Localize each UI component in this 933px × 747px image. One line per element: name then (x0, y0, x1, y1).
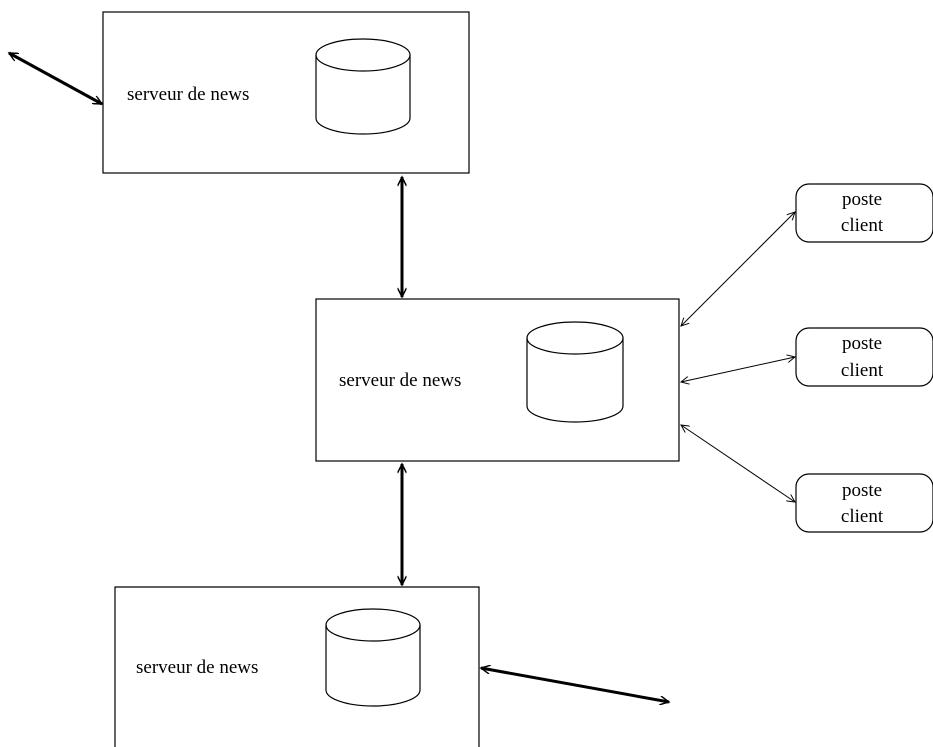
database-cylinder-icon (325, 608, 421, 707)
database-cylinder-icon (526, 321, 624, 423)
client-label-line2: client (841, 215, 884, 236)
client-box-2: poste client (795, 327, 933, 387)
server-box-bottom: serveur de news (114, 586, 480, 747)
server-box-middle: serveur de news (315, 298, 680, 462)
client-link-arrow-2 (681, 357, 795, 382)
external-link-arrow-top (9, 51, 102, 106)
client-label-line1: poste (842, 189, 882, 210)
server-label: serveur de news (136, 657, 258, 678)
server-label: serveur de news (339, 370, 461, 391)
client-link-arrow-1 (681, 212, 795, 326)
client-frame (795, 183, 933, 243)
client-frame (795, 473, 933, 533)
server-frame (114, 586, 480, 747)
client-label-line2: client (841, 360, 884, 381)
client-label-line1: poste (842, 480, 882, 501)
server-box-top: serveur de news (102, 11, 470, 174)
server-label: serveur de news (127, 84, 249, 105)
client-link-arrow-3 (681, 425, 795, 502)
client-box-3: poste client (795, 473, 933, 533)
server-frame (315, 298, 680, 462)
client-label-line2: client (841, 506, 884, 527)
client-box-1: poste client (795, 183, 933, 243)
client-label-line1: poste (842, 333, 882, 354)
database-cylinder-icon (315, 38, 411, 135)
external-link-arrow-bottom (481, 668, 669, 702)
